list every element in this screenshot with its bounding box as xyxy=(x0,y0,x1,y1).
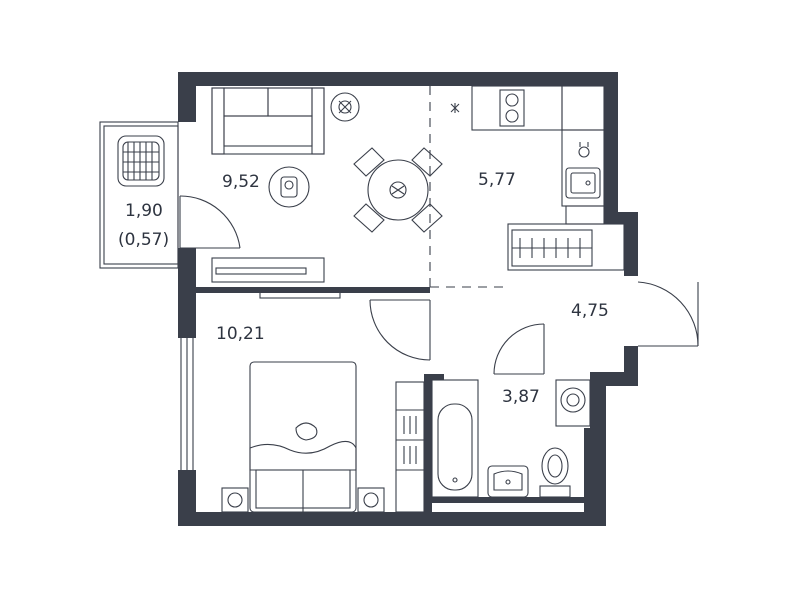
laundry-basket-icon xyxy=(117,135,165,187)
bedroom-door xyxy=(369,299,431,361)
bedroom-window xyxy=(180,338,194,470)
bathroom-area-label: 3,87 xyxy=(502,387,540,407)
nightstand-icon xyxy=(221,487,385,513)
bath-bottom-ledge xyxy=(428,497,590,503)
chair-icon xyxy=(353,147,443,233)
balcony-sub-area-label: (0,57) xyxy=(118,230,170,250)
right-wall-top xyxy=(604,72,618,212)
kitchen-area-label: 5,77 xyxy=(478,170,516,190)
stove-icon xyxy=(499,89,525,127)
robot-vacuum-icon xyxy=(268,166,310,208)
bathroom-door xyxy=(493,323,545,375)
hall-area-label: 4,75 xyxy=(571,301,609,321)
bath-top-wall xyxy=(424,374,444,380)
faucet-icon xyxy=(578,142,590,158)
walls xyxy=(178,72,638,526)
round-table-icon xyxy=(367,159,429,221)
right-wall-notch xyxy=(624,212,638,276)
sofa-icon xyxy=(211,87,325,155)
toilet-icon xyxy=(539,447,571,498)
right-wall-bottom xyxy=(590,372,606,526)
wardrobe-icon xyxy=(507,223,625,271)
left-wall-middle xyxy=(178,248,196,338)
plant-icon xyxy=(330,92,360,122)
balcony-area-label: 1,90 xyxy=(125,201,163,221)
bedroom-wardrobe-icon xyxy=(395,381,425,513)
bath-right-wall xyxy=(584,428,590,514)
top-wall xyxy=(178,72,606,86)
entrance-door xyxy=(637,281,699,347)
bedroom-top-wall xyxy=(196,287,430,293)
bath-left-wall xyxy=(424,374,432,514)
bathtub-icon xyxy=(431,379,479,498)
bottom-wall xyxy=(178,512,606,526)
tv-stand-icon xyxy=(211,257,341,299)
bed-icon xyxy=(249,361,357,513)
fridge-niche xyxy=(565,205,605,225)
sink-icon xyxy=(565,167,601,199)
bedroom-area-label: 10,21 xyxy=(216,324,265,344)
marker-icon xyxy=(450,103,460,113)
balcony-inner xyxy=(103,125,179,265)
balcony xyxy=(99,121,241,269)
washing-machine-icon xyxy=(555,379,591,427)
washbasin-icon xyxy=(487,465,529,498)
left-wall-top xyxy=(178,72,196,122)
living-area-label: 9,52 xyxy=(222,172,260,192)
